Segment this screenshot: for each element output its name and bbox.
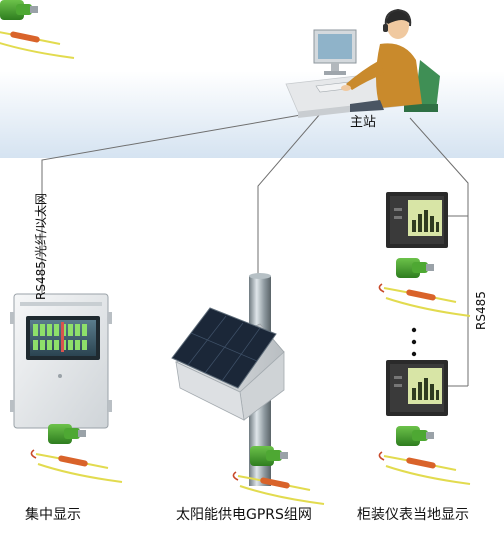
left-link-label: RS485/光纤/以太网 <box>34 193 48 300</box>
link-line-middle <box>257 113 321 276</box>
solar-gprs-device <box>171 273 285 486</box>
cabinet-meter-lower <box>386 360 448 416</box>
sensor-probe-set <box>0 0 75 59</box>
cabinet-meter-label: 柜装仪表当地显示 <box>357 507 469 523</box>
central-display-label: 集中显示 <box>25 507 81 523</box>
ellipsis-dots <box>411 327 417 357</box>
solar-gprs-label: 太阳能供电GPRS组网 <box>176 507 312 523</box>
connection-lines <box>41 111 469 387</box>
central-display-device <box>10 293 112 429</box>
master-station-illustration <box>285 8 440 118</box>
link-line-left <box>41 111 319 296</box>
link-line-right <box>409 117 469 386</box>
cabinet-meter-upper <box>386 192 448 248</box>
master-station-label: 主站 <box>350 115 377 130</box>
right-link-label: RS485 <box>474 291 488 330</box>
